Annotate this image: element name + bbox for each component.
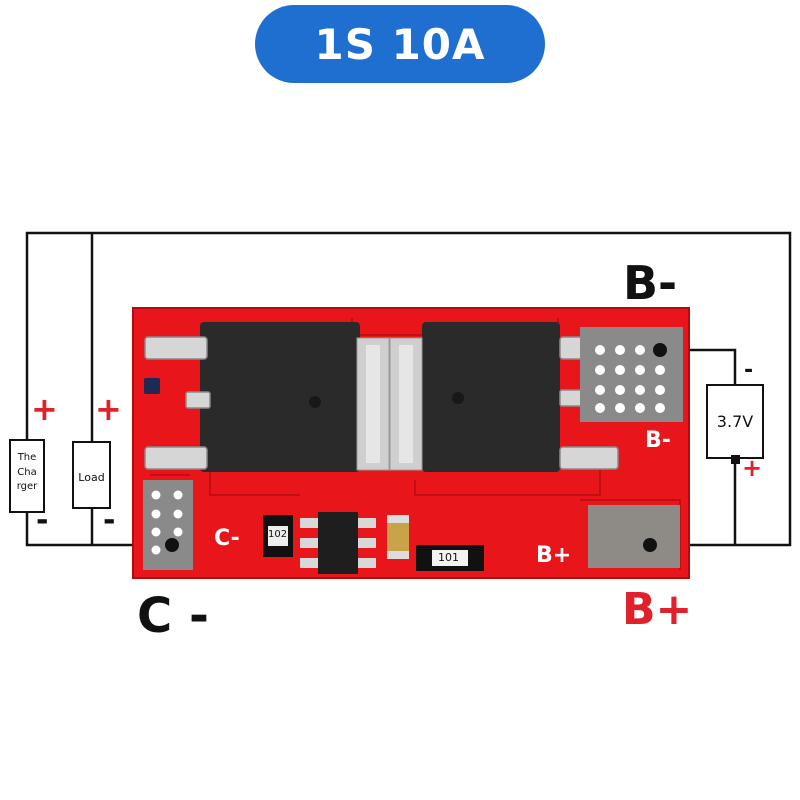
wire-outer-loop — [25, 231, 792, 547]
mosfet-left — [200, 322, 360, 472]
b-minus-label: B- — [623, 256, 678, 310]
silk-b-plus: B+ — [536, 543, 572, 568]
pad-array-c-minus-holes — [151, 490, 183, 555]
battery-voltage-label: 3.7V — [716, 412, 754, 431]
tab-right-shine — [399, 345, 413, 463]
charger-label: The Cha rger — [10, 451, 44, 495]
charger-label-line-2: Cha — [17, 466, 37, 478]
c-minus-label: C - — [137, 588, 209, 644]
b-minus-contact-dot — [653, 343, 667, 357]
charger-box — [9, 439, 45, 513]
charger-label-line-1: The — [17, 452, 37, 463]
battery-minus-sign: - — [744, 358, 754, 383]
pad-array-b-minus-holes — [595, 345, 665, 413]
capacitor-cap-bottom — [387, 551, 409, 559]
mosfet-right — [422, 322, 560, 472]
battery-plus-terminal — [731, 455, 740, 464]
title-text: 1S 10A — [314, 19, 486, 69]
capacitor-cap-top — [387, 515, 409, 523]
charger-plus-sign: + — [31, 390, 58, 428]
pcb-board — [132, 307, 690, 579]
capacitor — [387, 515, 409, 559]
status-led — [144, 378, 160, 394]
silk-b-minus: B- — [645, 428, 671, 453]
mosfet-right-dot — [452, 392, 464, 404]
silk-c-minus: C- — [214, 526, 240, 551]
pad-b-plus — [588, 505, 680, 568]
ic-chip — [318, 512, 358, 574]
load-box — [72, 441, 111, 509]
b-plus-contact-dot — [643, 538, 657, 552]
c-minus-contact-dot — [165, 538, 179, 552]
ic-chip-pins — [300, 518, 376, 568]
mosfet-left-dot — [309, 396, 321, 408]
b-plus-label: B+ — [622, 584, 693, 635]
resistor-2-label-bg — [432, 550, 468, 566]
charger-label-line-3: rger — [16, 481, 38, 492]
battery-plus-sign: + — [742, 454, 763, 482]
charger-minus-sign: - — [36, 503, 49, 538]
resistor-2-label: 101 — [438, 551, 459, 564]
resistor-1-label-bg — [268, 526, 288, 546]
pcb-edge — [132, 307, 690, 579]
title-badge: 1S 10A — [255, 5, 545, 83]
pad-array-c-minus — [143, 480, 193, 570]
load-label: Load — [78, 471, 105, 484]
load-minus-sign: - — [103, 503, 116, 538]
load-plus-sign: + — [95, 390, 122, 428]
resistor-1-label: 102 — [268, 529, 288, 540]
wire-charger-bottom — [25, 512, 172, 547]
tab-left-shine — [366, 345, 380, 463]
